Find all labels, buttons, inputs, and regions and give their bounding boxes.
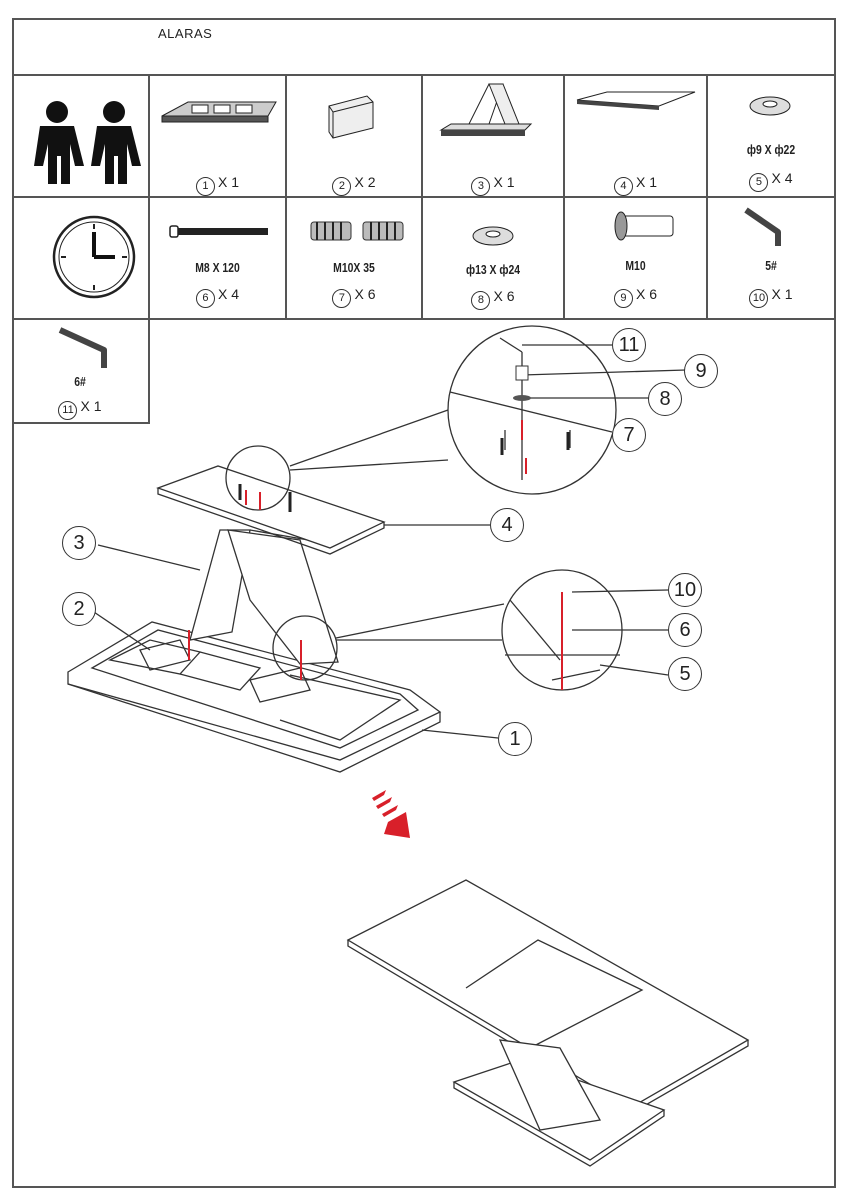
callout-9: 9	[684, 354, 718, 388]
callout-4: 4	[490, 508, 524, 542]
long-bolt-icon	[169, 225, 268, 238]
part-quantity: X 1	[493, 174, 515, 190]
part-number-badge: 7	[332, 288, 352, 308]
washer-icon	[749, 96, 791, 116]
page-title: ALARAS	[158, 26, 213, 41]
part-quantity: X 4	[217, 286, 239, 302]
callout-2: 2	[62, 592, 96, 626]
two-persons-icon	[34, 101, 141, 184]
part-number-badge: 9	[613, 288, 633, 308]
part-quantity: X 6	[635, 286, 657, 302]
clock-icon	[52, 215, 136, 299]
part-number-badge: 6	[195, 288, 215, 308]
frame-part-icon	[161, 101, 277, 123]
part-spec: ф13 X ф24	[465, 262, 521, 277]
callout-10: 10	[668, 573, 702, 607]
allen-key-icon	[58, 327, 107, 368]
part-quantity: X 1	[771, 286, 793, 302]
callout-5: 5	[668, 657, 702, 691]
part-number-badge: 5	[749, 172, 769, 192]
cell-two-persons	[12, 74, 150, 198]
part-number-badge: 2	[332, 176, 352, 196]
part-number-badge: 4	[613, 176, 633, 196]
instruction-sheet	[12, 18, 836, 1188]
part-spec: M10	[625, 258, 646, 273]
callout-8: 8	[648, 382, 682, 416]
pedestal-leg-icon	[439, 83, 533, 136]
assembly-diagram	[67, 325, 750, 1167]
callout-3: 3	[62, 526, 96, 560]
part-spec: ф9 X ф22	[746, 142, 796, 157]
part-number-badge: 11	[58, 400, 78, 420]
part-quantity: X 4	[771, 170, 793, 186]
part-spec: 5#	[765, 258, 777, 273]
header-divider	[12, 74, 836, 76]
part-spec: M8 X 120	[195, 260, 240, 275]
callout-11: 11	[612, 328, 646, 362]
part-quantity: X 1	[217, 174, 239, 190]
washer-icon	[472, 226, 514, 246]
callout-7: 7	[612, 418, 646, 452]
part-quantity: X 6	[354, 286, 376, 302]
part-quantity: X 1	[80, 398, 102, 414]
part-quantity: X 2	[354, 174, 376, 190]
table-top-icon	[576, 91, 696, 110]
part-quantity: X 6	[493, 288, 515, 304]
part-number-badge: 10	[749, 288, 769, 308]
arrow-down-icon	[372, 790, 410, 838]
part-quantity: X 1	[635, 174, 657, 190]
part-number-badge: 1	[195, 176, 215, 196]
barrel-nut-icon	[614, 211, 674, 241]
part-spec: M10X 35	[333, 260, 375, 275]
part-number-badge: 3	[471, 176, 491, 196]
callout-1: 1	[498, 722, 532, 756]
cell-clock	[12, 198, 150, 320]
wedge-block-icon	[328, 95, 374, 139]
part-number-badge: 8	[471, 290, 491, 310]
callout-6: 6	[668, 613, 702, 647]
part-spec: 6#	[74, 374, 86, 389]
allen-key-icon	[744, 207, 781, 246]
threaded-bolt-icon	[310, 221, 404, 241]
